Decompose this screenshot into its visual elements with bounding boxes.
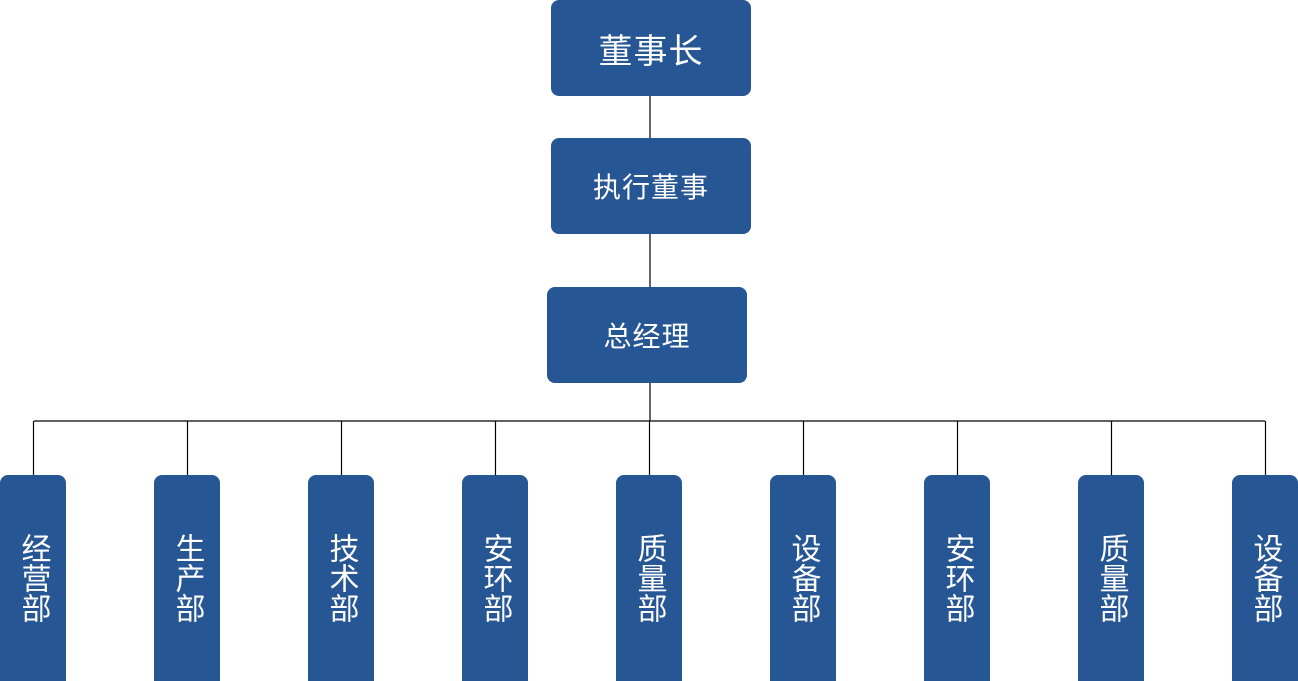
department-box-1: 经营部 [0, 475, 66, 681]
department-box-5: 质量部 [616, 475, 682, 681]
chairman-label: 董事长 [598, 31, 704, 72]
department-box-4: 安环部 [462, 475, 528, 681]
department-label-5: 质量部 [631, 533, 667, 623]
department-label-3: 技术部 [323, 533, 359, 623]
department-drop-lines [32, 421, 1267, 475]
department-box-2: 生产部 [154, 475, 220, 681]
department-box-9: 设备部 [1232, 475, 1298, 681]
department-label-2: 生产部 [169, 533, 205, 623]
chairman-box: 董事长 [551, 0, 751, 96]
executive-director-box: 执行董事 [551, 138, 751, 234]
department-label-7: 安环部 [939, 533, 975, 623]
department-label-6: 设备部 [785, 533, 821, 623]
department-box-6: 设备部 [770, 475, 836, 681]
department-box-8: 质量部 [1078, 475, 1144, 681]
executive-director-label: 执行董事 [592, 171, 709, 204]
general-manager-box: 总经理 [547, 287, 747, 383]
department-box-3: 技术部 [308, 475, 374, 681]
department-box-7: 安环部 [924, 475, 990, 681]
department-label-8: 质量部 [1093, 533, 1129, 623]
general-manager-label: 总经理 [603, 320, 691, 353]
department-label-9: 设备部 [1247, 533, 1283, 623]
department-label-4: 安环部 [477, 533, 513, 623]
department-label-1: 经营部 [15, 533, 51, 623]
